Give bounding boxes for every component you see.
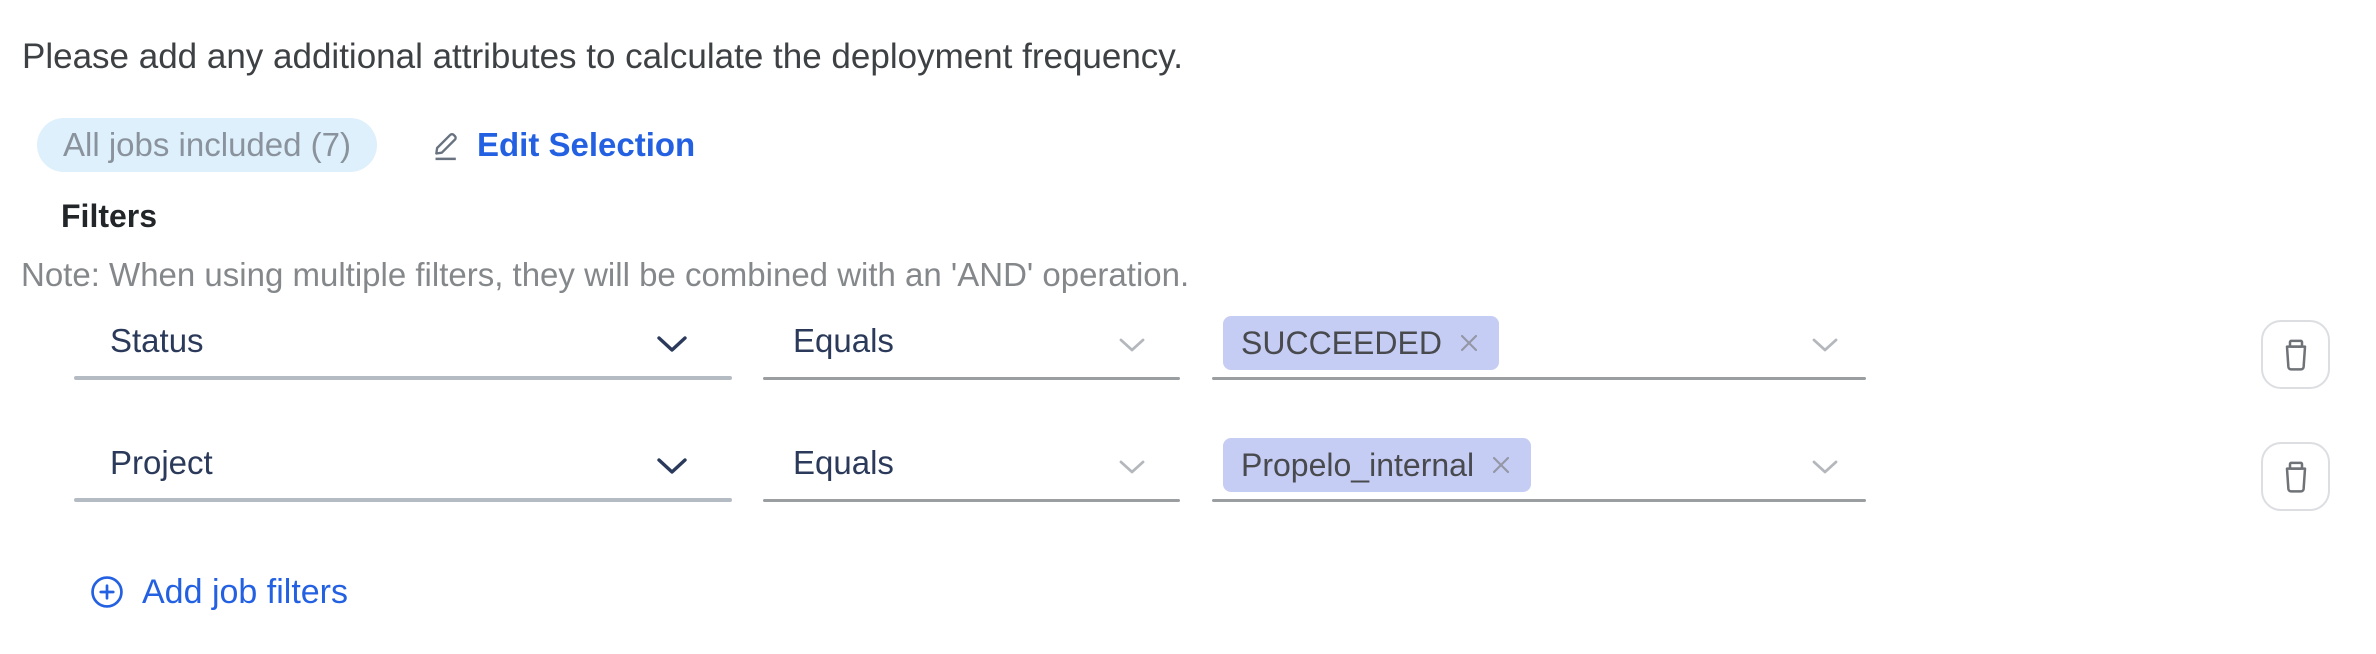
- close-icon[interactable]: [1489, 453, 1513, 477]
- chevron-down-icon: [657, 458, 687, 480]
- trash-icon: [2281, 338, 2311, 372]
- edit-selection-label: Edit Selection: [477, 126, 696, 163]
- field-underline: [74, 376, 732, 380]
- filters-heading: Filters: [61, 198, 158, 234]
- value-tag-label: SUCCEEDED: [1241, 324, 1442, 361]
- operator-select-value: Equals: [793, 322, 894, 359]
- chevron-down-icon: [1119, 460, 1145, 480]
- values-multiselect[interactable]: SUCCEEDED: [1212, 310, 1866, 380]
- chevron-down-icon: [1119, 338, 1145, 358]
- add-job-filters-button[interactable]: Add job filters: [90, 572, 348, 612]
- value-tag-label: Propelo_internal: [1241, 446, 1475, 483]
- values-multiselect[interactable]: Propelo_internal: [1212, 432, 1866, 502]
- field-underline: [763, 377, 1180, 380]
- page-instruction: Please add any additional attributes to …: [22, 37, 1183, 76]
- delete-filter-button[interactable]: [2261, 442, 2330, 511]
- edit-selection-button[interactable]: Edit Selection: [430, 118, 695, 172]
- filter-row: Project Equals Propelo_internal: [0, 432, 2376, 511]
- value-tag: SUCCEEDED: [1223, 316, 1499, 370]
- add-job-filters-label: Add job filters: [142, 572, 348, 611]
- chevron-down-icon: [1812, 338, 1838, 358]
- pencil-icon: [430, 128, 462, 162]
- close-icon[interactable]: [1457, 331, 1481, 355]
- operator-select[interactable]: Equals: [763, 310, 1180, 380]
- attribute-select-value: Status: [110, 322, 204, 359]
- operator-select[interactable]: Equals: [763, 432, 1180, 502]
- field-underline: [1212, 377, 1866, 380]
- field-underline: [763, 499, 1180, 502]
- chevron-down-icon: [657, 336, 687, 358]
- attribute-select[interactable]: Status: [74, 310, 732, 380]
- attribute-select-value: Project: [110, 444, 213, 481]
- jobs-included-badge: All jobs included (7): [37, 118, 377, 172]
- filter-row: Status Equals SUCCEEDED: [0, 310, 2376, 389]
- chevron-down-icon: [1812, 460, 1838, 480]
- field-underline: [1212, 499, 1866, 502]
- trash-icon: [2281, 460, 2311, 494]
- attribute-select[interactable]: Project: [74, 432, 732, 502]
- plus-circle-icon: [90, 575, 124, 609]
- jobs-included-label: All jobs included (7): [63, 126, 351, 163]
- field-underline: [74, 498, 732, 502]
- filters-note: Note: When using multiple filters, they …: [21, 256, 1190, 293]
- operator-select-value: Equals: [793, 444, 894, 481]
- value-tag: Propelo_internal: [1223, 438, 1532, 492]
- delete-filter-button[interactable]: [2261, 320, 2330, 389]
